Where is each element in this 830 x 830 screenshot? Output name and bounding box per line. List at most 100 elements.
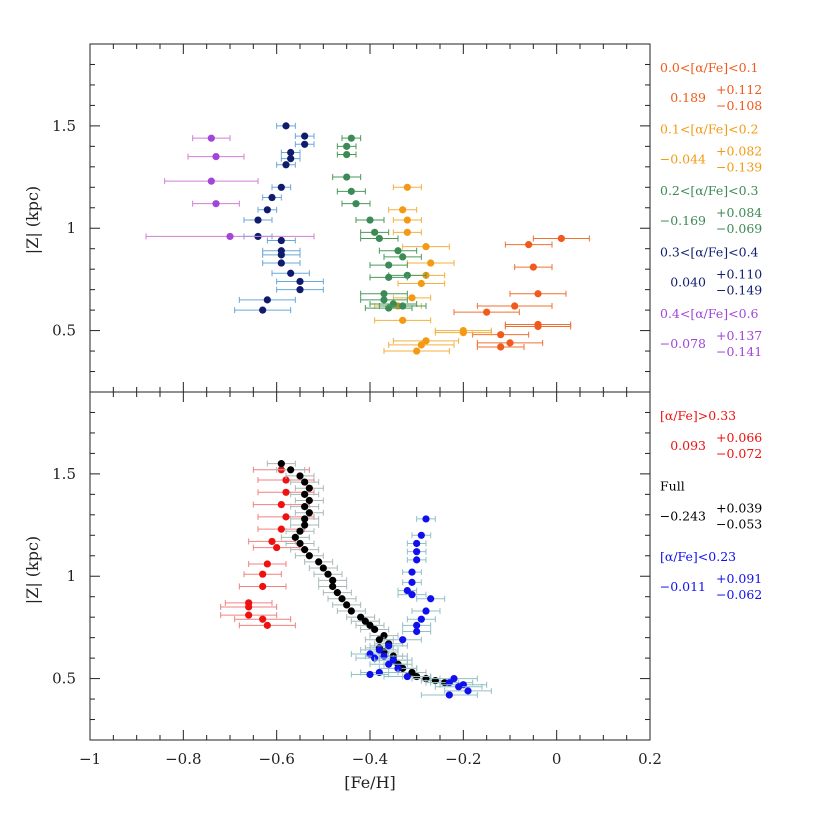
data-point [422,607,430,615]
data-point [259,570,267,578]
legend-upper-error: +0.112 [716,82,762,97]
data-point [277,183,285,191]
legend-lower-error: −0.062 [716,587,762,602]
data-point [375,636,383,644]
legend-label: 0.0<[α/Fe]<0.1 [660,60,759,75]
data-point [403,183,411,191]
data-point [399,253,407,261]
data-point [385,642,393,650]
y-axis-title-bottom: |Z| (kpc) [23,536,42,604]
data-point [254,216,262,224]
y-tick-label: 0.5 [52,322,76,340]
data-point [301,546,309,554]
data-point [417,341,425,349]
data-point [399,636,407,644]
data-point [413,347,421,355]
y-tick-label: 1 [66,219,76,237]
legend-value: 0.040 [670,275,706,290]
data-point [343,150,351,159]
data-point [207,177,215,185]
data-point [385,273,393,281]
data-point [375,646,383,654]
legend-label: 0.4<[α/Fe]<0.6 [660,306,759,321]
bottom-panel: 0.5 1 1.5 [52,391,651,741]
data-point [366,670,374,679]
data-point [511,302,519,310]
data-point [557,234,565,243]
data-point [459,329,467,337]
data-point [399,316,407,324]
data-point [268,193,276,202]
legend-value: 0.093 [670,438,706,453]
data-point [445,691,453,699]
top-series-3 [234,122,324,314]
data-point [417,531,425,539]
x-tick-label: −1 [79,750,101,768]
top-series-4 [145,134,315,241]
data-point [427,595,435,603]
data-point [259,306,267,314]
data-point [366,216,374,224]
data-point [287,466,295,474]
legend-lower-error: −0.141 [716,344,762,359]
data-point [380,290,388,298]
data-point [352,200,360,208]
data-point [329,582,337,591]
data-point [226,232,234,241]
x-tick-label: −0.2 [445,750,481,768]
data-point [413,621,421,629]
data-point [464,687,472,695]
data-point [371,228,379,236]
data-point [277,525,285,533]
x-tick-label: −0.4 [352,750,388,768]
data-point [413,627,421,636]
data-point [385,261,393,269]
data-point [361,617,369,625]
data-point [282,476,290,484]
data-point [212,152,220,161]
data-point [333,589,341,597]
data-point [301,132,309,140]
data-point [357,613,365,621]
data-point [408,578,416,586]
data-point [347,607,355,615]
data-point [413,539,421,548]
data-point [277,460,285,468]
data-point [245,603,253,611]
data-point [483,308,491,316]
data-point [403,228,411,236]
data-point [319,564,327,572]
data-point [301,490,309,498]
legend-lower-error: −0.072 [716,446,762,461]
data-point [305,496,313,505]
legend-bottom: [α/Fe]>0.330.093+0.066−0.072Full−0.243+0… [660,408,763,602]
data-point [525,241,533,249]
legend-top: 0.0<[α/Fe]<0.10.189+0.112−0.1080.1<[α/Fe… [660,60,763,359]
bottom-series-0 [220,466,315,629]
data-point [245,611,253,619]
y-tick-label: 1.5 [52,465,76,483]
legend-label: [α/Fe]<0.23 [660,549,736,564]
data-point [287,148,295,157]
y-tick-label: 1 [66,567,76,585]
data-point [277,500,285,509]
y-tick-label: 0.5 [52,670,76,688]
data-point [347,134,355,142]
data-point [343,173,351,181]
data-point [263,621,271,629]
data-point [305,484,313,492]
legend-upper-error: +0.091 [716,571,762,586]
data-point [207,134,215,142]
data-point [315,558,323,566]
data-point [212,200,220,208]
legend-upper-error: +0.039 [716,501,762,516]
data-point [301,140,309,148]
data-point [259,615,267,623]
legend-lower-error: −0.139 [716,160,762,175]
data-point [422,337,430,345]
data-point [324,570,332,578]
data-point [259,582,267,591]
data-point [277,236,285,245]
data-point [534,322,542,331]
y-axis-title-top: |Z| (kpc) [23,186,42,254]
